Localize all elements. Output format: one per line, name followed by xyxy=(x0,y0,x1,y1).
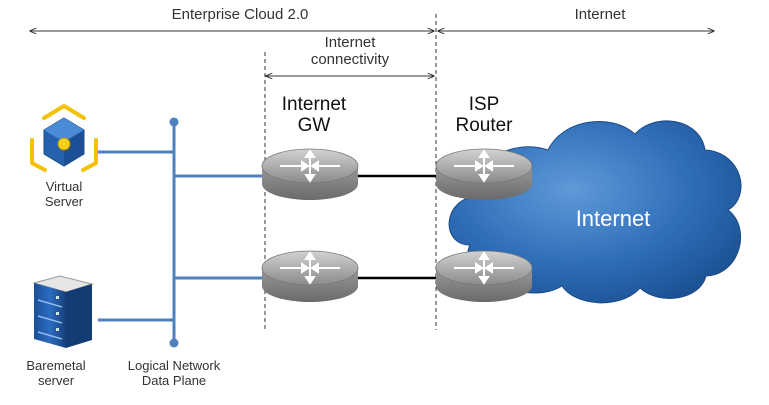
virtual-server-icon xyxy=(30,104,98,172)
server-links xyxy=(98,150,268,322)
logical-network-line2: Data Plane xyxy=(141,372,207,388)
internet-connectivity-line2: connectivity xyxy=(310,51,390,69)
virtual-server-line1: Virtual xyxy=(45,179,83,194)
internet-cloud-label: Internet xyxy=(575,206,651,231)
internet-gw-router-icon-1 xyxy=(261,148,359,200)
isp-router-icon-1 xyxy=(435,148,533,200)
virtual-server-label: Virtual Server xyxy=(24,179,104,210)
logical-network-line1: Logical Network xyxy=(127,358,221,373)
isp-router-label: ISP Router xyxy=(424,94,544,137)
logical-network-label: Logical Network Data Plane xyxy=(110,358,238,389)
bus-endpoint-bottom xyxy=(169,338,179,348)
enterprise-cloud-label: Enterprise Cloud 2.0 xyxy=(171,6,309,23)
bus-endpoint-top xyxy=(169,117,179,127)
internet-span-label: Internet xyxy=(574,6,626,23)
isp-router-icon-2 xyxy=(435,250,533,302)
internet-connectivity-line1: Internet xyxy=(324,34,376,51)
router-interconnects xyxy=(356,174,440,280)
baremetal-server-label: Baremetal server xyxy=(14,358,98,389)
internet-gw-label: Internet GW xyxy=(250,94,378,137)
baremetal-server-line2: server xyxy=(37,372,75,388)
baremetal-server-icon xyxy=(32,275,94,348)
virtual-server-line2: Server xyxy=(44,193,84,209)
isp-router-line2: Router xyxy=(455,115,513,137)
internet-connectivity-label: Internet connectivity xyxy=(270,34,430,69)
internet-gw-router-icon-2 xyxy=(261,250,359,302)
internet-gw-line1: Internet xyxy=(281,94,347,115)
baremetal-server-line1: Baremetal xyxy=(26,358,86,373)
internet-gw-line2: GW xyxy=(297,115,331,137)
isp-router-line1: ISP xyxy=(468,94,500,115)
